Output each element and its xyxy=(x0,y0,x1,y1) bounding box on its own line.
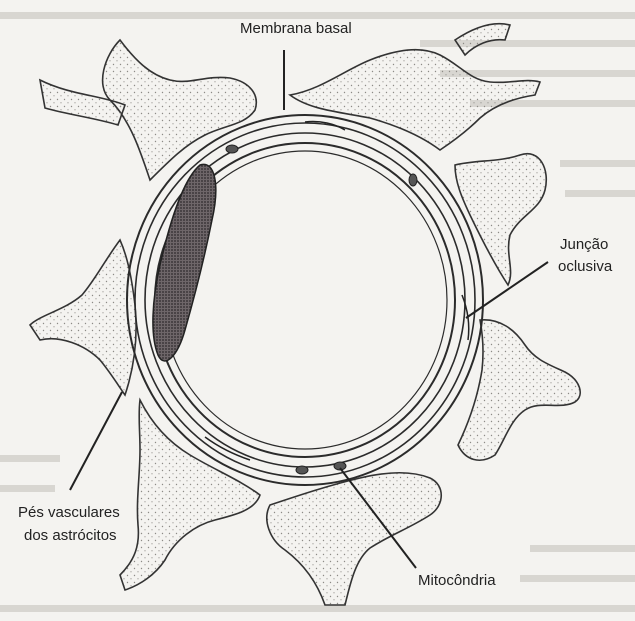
label-basement-membrane: Membrana basal xyxy=(240,20,352,38)
label-astrocyte-feet-line2: dos astrócitos xyxy=(24,527,117,545)
label-astrocyte-feet-line1: Pés vasculares xyxy=(18,504,120,522)
astrocyte-process-right-upper xyxy=(455,154,546,285)
endothelial-nucleus xyxy=(153,164,216,361)
label-tight-junction-line1: Junção xyxy=(560,236,608,254)
astrocyte-process-bottom xyxy=(267,473,441,605)
mitochondria xyxy=(226,145,417,474)
astrocyte-process-top-left xyxy=(103,40,257,180)
mitochondrion xyxy=(226,145,238,153)
mitochondrion xyxy=(409,174,417,186)
label-tight-junction-line2: oclusiva xyxy=(558,258,612,276)
astrocyte-process-top-right-arm xyxy=(455,24,510,55)
astrocyte-process-left-middle xyxy=(30,240,136,395)
mitochondrion xyxy=(296,466,308,474)
leader-astrocyte-feet xyxy=(70,392,122,490)
astrocyte-process-right-lower xyxy=(458,320,580,460)
label-mitochondria: Mitocôndria xyxy=(418,572,496,590)
astrocyte-process-bottom-left xyxy=(120,400,260,590)
tight-junctions xyxy=(205,121,469,460)
